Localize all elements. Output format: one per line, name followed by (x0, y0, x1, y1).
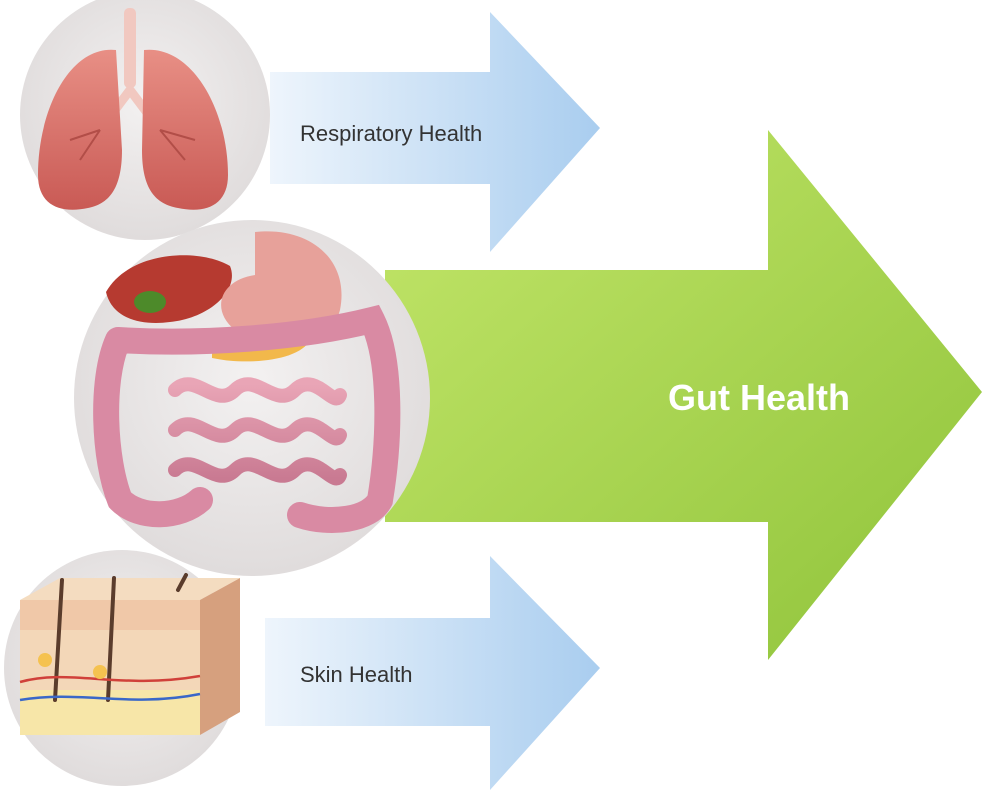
gut-health-label: Gut Health (668, 377, 850, 418)
skin-arrow: Skin Health (265, 556, 600, 790)
gut-arrow: Gut Health (385, 130, 982, 660)
respiratory-health-label: Respiratory Health (300, 121, 482, 146)
digestive-system-icon (74, 220, 430, 576)
skin-health-label: Skin Health (300, 662, 413, 687)
respiratory-arrow: Respiratory Health (270, 12, 600, 252)
lungs-icon (20, 0, 270, 240)
skin-layers-icon (4, 550, 240, 786)
